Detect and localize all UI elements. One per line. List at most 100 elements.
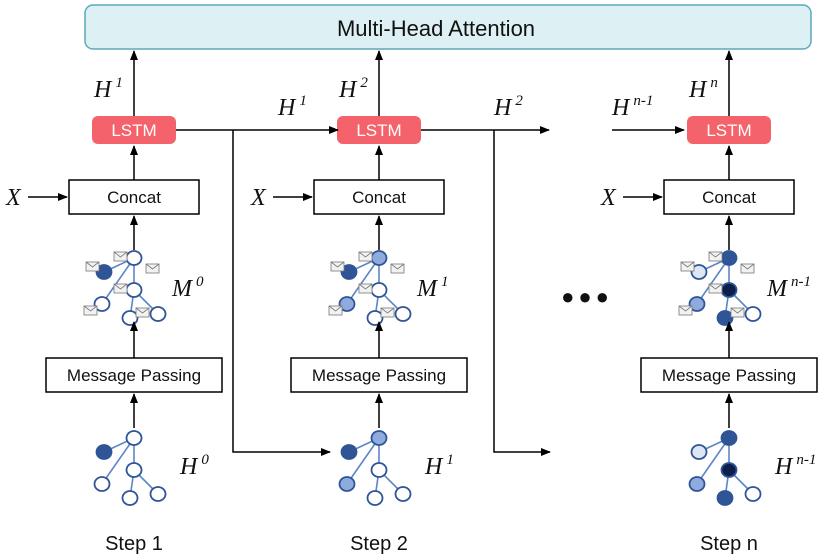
message-envelope-icon [390, 263, 405, 274]
graph-node [338, 476, 356, 492]
graph-node [370, 250, 388, 266]
graph-node [744, 306, 762, 322]
graph-node [716, 310, 734, 326]
graph-node [370, 430, 388, 446]
concat-box [663, 179, 795, 215]
graph-node [720, 430, 738, 446]
message-passing-label: Message Passing [312, 366, 446, 385]
graph-node [370, 462, 388, 478]
graph-node [366, 310, 384, 326]
graph-node [121, 310, 139, 326]
graph-node [95, 444, 113, 460]
message-envelope-icon [358, 283, 373, 294]
concat-label: Concat [107, 188, 161, 207]
graph-node [690, 264, 708, 280]
message-passing-label: Message Passing [67, 366, 201, 385]
input-x-label: X [250, 185, 267, 211]
graph-node [720, 462, 738, 478]
multi-head-attention-label: Multi-Head Attention [337, 16, 535, 41]
graph-edge [696, 257, 730, 305]
message-envelope-icon [83, 305, 98, 316]
graph-node [340, 264, 358, 280]
link-lstm2-to-next-graph [493, 130, 551, 456]
step-label: Step 2 [350, 533, 408, 555]
message-envelope-icon [730, 307, 745, 318]
step-label: Step 1 [105, 533, 163, 555]
message-envelope-icon [85, 261, 100, 272]
graph-node [93, 476, 111, 492]
graph-node [716, 490, 734, 506]
graph-edge [101, 257, 135, 305]
concat-box [68, 179, 200, 215]
concat-label: Concat [702, 188, 756, 207]
graph-node [688, 476, 706, 492]
message-envelope-icon [145, 263, 160, 274]
message-envelope-icon [358, 251, 373, 262]
step-label: Step n [700, 533, 758, 555]
message-envelope-icon [680, 261, 695, 272]
graph-node [370, 282, 388, 298]
graph-node [338, 296, 356, 312]
message-envelope-icon [330, 261, 345, 272]
input-x-label: X [600, 185, 617, 211]
multi-head-attention-box [84, 4, 812, 50]
concat-label: Concat [352, 188, 406, 207]
lstm-label: LSTM [111, 121, 156, 140]
graph-node [394, 486, 412, 502]
graph-node [690, 444, 708, 460]
graph-node [149, 306, 167, 322]
graph-node [720, 250, 738, 266]
graph-node [95, 264, 113, 280]
lstm-label: LSTM [706, 121, 751, 140]
graph-node [688, 296, 706, 312]
graph-node [149, 486, 167, 502]
graph-node [125, 430, 143, 446]
graph-edge [696, 437, 730, 485]
link-lstm1-to-h1-graph [232, 130, 331, 456]
graph-node [394, 306, 412, 322]
message-envelope-icon [708, 251, 723, 262]
graph-node [125, 250, 143, 266]
graph-node [125, 462, 143, 478]
graph-node [720, 282, 738, 298]
graph-node [340, 444, 358, 460]
ellipsis: ●●● [561, 284, 613, 309]
message-envelope-icon [113, 283, 128, 294]
message-passing-box [290, 357, 468, 393]
graph-edge [101, 437, 135, 485]
message-envelope-icon [135, 307, 150, 318]
message-envelope-icon [678, 305, 693, 316]
message-envelope-icon [328, 305, 343, 316]
graph-node [125, 282, 143, 298]
lstm-box [92, 116, 176, 144]
message-passing-label: Message Passing [662, 366, 796, 385]
lstm-box [337, 116, 421, 144]
message-envelope-icon [708, 283, 723, 294]
lstm-label: LSTM [356, 121, 401, 140]
message-envelope-icon [113, 251, 128, 262]
graph-node [744, 486, 762, 502]
input-x-label: X [5, 185, 22, 211]
message-envelope-icon [380, 307, 395, 318]
graph-edge [346, 437, 380, 485]
graph-node [93, 296, 111, 312]
graph-edge [346, 257, 380, 305]
